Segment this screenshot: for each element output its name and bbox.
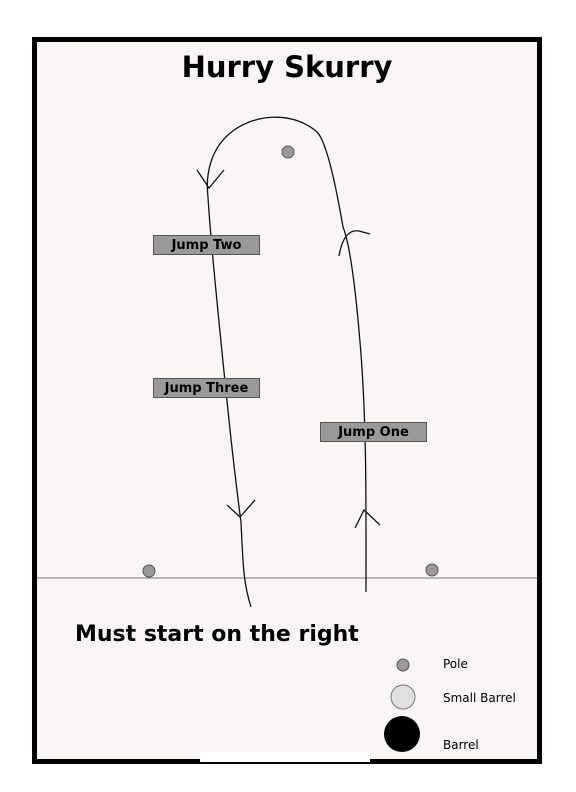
route-arrow-turn-right — [338, 230, 371, 257]
jump-two-label: Jump Two — [153, 235, 260, 255]
route-arrow-finish — [226, 499, 256, 518]
jump-three-label: Jump Three — [153, 378, 260, 398]
course-map — [37, 116, 537, 752]
jump-one-label: Jump One — [320, 422, 427, 442]
route-arrow-start — [354, 508, 381, 529]
legend-pole-label: Pole — [443, 657, 468, 671]
pole-left — [142, 564, 156, 578]
start-instruction: Must start on the right — [75, 622, 359, 647]
frame-bottom-gap — [200, 752, 370, 762]
legend-barrel-label: Barrel — [443, 738, 479, 752]
route-arrow-turn-left — [196, 169, 225, 190]
pole-top — [281, 145, 295, 159]
pole-right — [425, 563, 439, 577]
course-route-path — [206, 116, 367, 608]
legend-barrel-icon — [384, 716, 420, 752]
legend-small-barrel-label: Small Barrel — [443, 691, 516, 705]
legend-small-barrel-icon — [390, 684, 416, 710]
course-title: Hurry Skurry — [181, 50, 393, 84]
legend-pole-icon — [396, 658, 410, 672]
course-diagram-frame: Hurry Skurry Jump Two Jump Three Jump On… — [32, 37, 542, 764]
